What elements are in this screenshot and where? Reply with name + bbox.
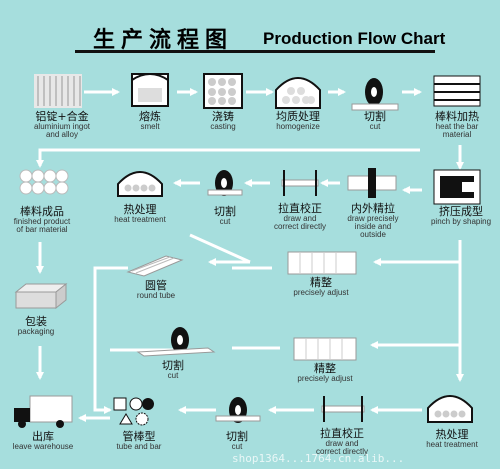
step-pinch: 挤压成型 pinch by shaping	[430, 205, 492, 226]
homogenize-oven-icon	[275, 77, 321, 109]
step-tube-bar: 管棒型 tube and bar	[116, 430, 162, 451]
casting-mold-icon	[203, 73, 243, 109]
title-english: Production Flow Chart	[263, 29, 446, 48]
heat-treatment-oven-icon	[117, 171, 163, 197]
connectors	[36, 88, 464, 422]
saw-blade-icon-3	[136, 327, 216, 357]
straightener-icon-2	[321, 396, 365, 422]
truck-icon	[14, 395, 73, 428]
step-straighten-2: 拉直校正 draw and correct directly	[315, 427, 368, 456]
step-packaging: 包装 packaging	[17, 315, 55, 336]
heat-treatment-oven-icon-2	[427, 395, 473, 423]
step-adjust-1: 精整 precisely adjust	[293, 276, 349, 297]
arrow-heattreat-tube-line	[189, 233, 251, 264]
packaging-bundle-icon	[14, 282, 68, 310]
arrow-return-finished	[36, 148, 420, 168]
step-straighten-1: 拉直校正 draw and correct directly	[273, 202, 326, 231]
step-ingot: 铝锭+合金 aluminium ingot and alloy	[33, 110, 91, 139]
title-underline	[75, 50, 435, 53]
saw-blade-icon	[351, 78, 399, 111]
step-homogenize: 均质处理 homogenize	[276, 110, 320, 131]
step-cut-3: 切割 cut	[162, 359, 184, 380]
ingot-icon	[34, 74, 82, 108]
round-tube-icon	[126, 255, 184, 277]
adjust-rollers-icon-2	[293, 337, 357, 361]
adjust-rollers-icon	[287, 251, 357, 275]
straightener-icon	[281, 170, 319, 196]
step-warehouse: 出库 leave warehouse	[12, 430, 74, 451]
heat-bar-icon	[433, 75, 481, 107]
step-heat-bar: 棒料加热 heat the bar material	[435, 110, 479, 139]
step-draw-inout: 内外精拉 draw precisely inside and outside	[347, 202, 399, 240]
saw-blade-icon-2	[207, 170, 243, 196]
step-adjust-2: 精整 precisely adjust	[297, 362, 353, 383]
step-casting: 浇铸 casting	[210, 110, 236, 131]
step-cut-2: 切割 cut	[214, 205, 236, 226]
extrusion-press-icon	[433, 169, 481, 205]
saw-blade-icon-4	[215, 397, 261, 423]
step-cut-4: 切割 cut	[226, 430, 248, 451]
bar-stack-icon	[19, 169, 69, 195]
title-chinese: 生产流程图	[93, 28, 234, 53]
step-round-tube: 圆管 round tube	[136, 279, 176, 300]
arrow-tube-tubebar	[93, 266, 128, 414]
smelt-furnace-icon	[131, 73, 169, 107]
watermark: shop1364...1764.cn.alib...	[232, 452, 405, 465]
step-cut-1: 切割 cut	[364, 110, 386, 131]
tube-bar-shapes-icon	[113, 397, 154, 426]
step-heat-treatment-2: 热处理 heat treatment	[426, 428, 478, 449]
step-finished-bar: 棒料成品 finished product of bar material	[13, 205, 71, 234]
step-smelt: 熔炼 smelt	[139, 110, 161, 131]
drawing-die-icon	[347, 168, 397, 198]
step-heat-treatment-1: 热处理 heat treatment	[114, 203, 166, 224]
